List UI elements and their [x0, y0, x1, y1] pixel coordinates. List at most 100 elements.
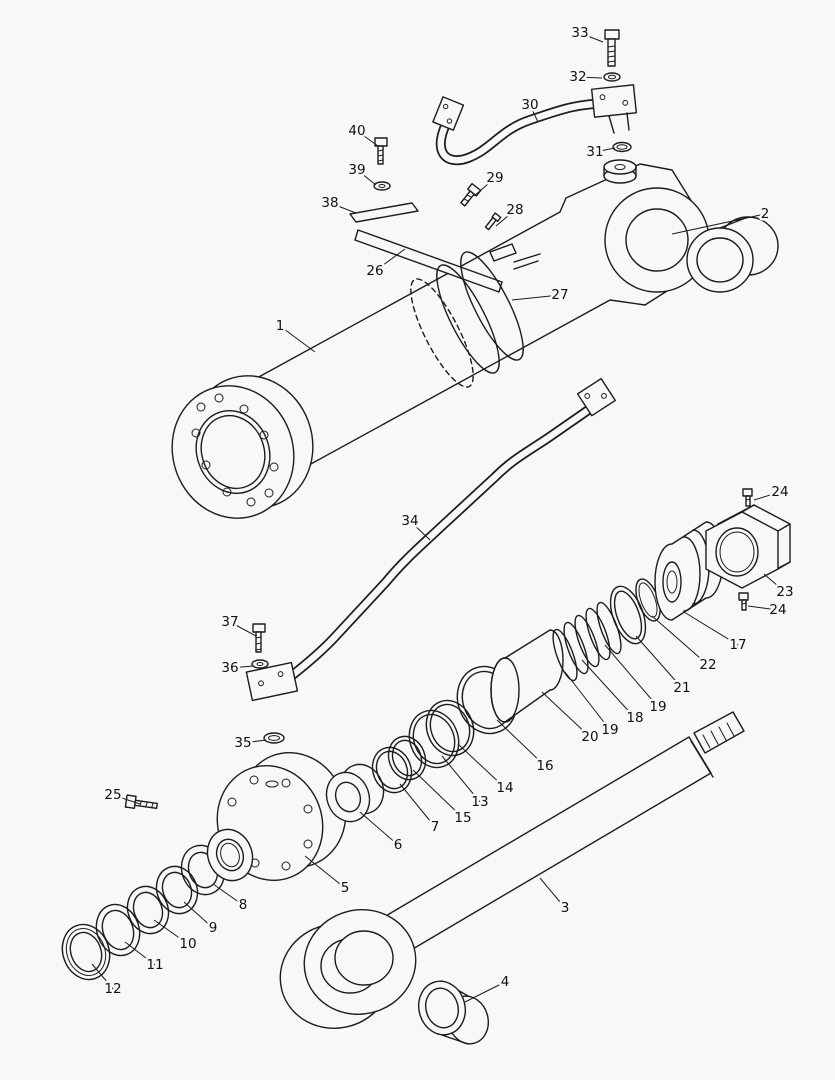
callout-label-31: 31: [586, 144, 603, 160]
part-35-o-ring: [263, 732, 285, 744]
pipe-flange-left: [432, 96, 465, 131]
callout-label-2: 2: [761, 206, 770, 222]
callout-label-19: 19: [601, 722, 618, 738]
rod-thread-end: [693, 711, 745, 754]
callout-label-13: 13: [471, 794, 488, 810]
callout-leader-33: [579, 32, 604, 43]
part-33-bolt: [604, 29, 620, 67]
part-7-seal-ring: [371, 746, 413, 794]
callout-leader-11: [124, 941, 156, 966]
pipe-flange-top: [576, 377, 616, 417]
callout-label-33: 33: [571, 25, 588, 41]
callout-leader-40: [356, 130, 379, 147]
callout-leader-14: [457, 743, 506, 789]
piston-assembly: [490, 488, 791, 723]
part-39-washer: [373, 181, 391, 191]
callout-leader-3: [539, 877, 566, 909]
part-32-washer: [603, 72, 621, 82]
callout-label-9: 9: [209, 920, 218, 936]
part-6-bushing: [325, 763, 385, 823]
callout-leader-15: [412, 769, 464, 819]
callout-label-25: 25: [104, 787, 121, 803]
callout-label-3: 3: [561, 900, 570, 916]
callout-leader-18: [581, 659, 636, 719]
callout-label-29: 29: [486, 170, 503, 186]
callout-leader-22: [651, 615, 709, 666]
callout-label-35: 35: [234, 735, 251, 751]
callout-label-26: 26: [366, 263, 383, 279]
part-15-seal-ring: [387, 735, 427, 781]
part-13-seal-ring: [408, 709, 460, 769]
part-23-piston-nut: [705, 504, 791, 589]
callout-label-37: 37: [221, 614, 238, 630]
callout-leader-24: [753, 491, 781, 501]
callout-label-40: 40: [348, 123, 365, 139]
callout-leader-26: [374, 248, 406, 272]
head-eye-bore: [625, 208, 689, 272]
callout-label-23: 23: [776, 584, 793, 600]
callout-label-28: 28: [506, 202, 523, 218]
callout-leader-17: [683, 611, 739, 646]
callout-leader-7: [399, 783, 436, 828]
part-24-grease-fitting-bottom: [738, 592, 749, 611]
callout-leader-19: [604, 644, 659, 708]
rear-flange: [171, 375, 314, 519]
callout-label-7: 7: [431, 819, 440, 835]
part-2-head-bushing: [686, 216, 779, 293]
callout-label-24: 24: [769, 602, 786, 618]
part-40-bolt: [374, 137, 388, 165]
callout-label-27: 27: [551, 287, 568, 303]
callout-leader-27: [511, 294, 561, 301]
part-30-upper-pipe: [432, 29, 638, 166]
callout-leader-12: [91, 963, 114, 990]
callout-label-17: 17: [729, 637, 746, 653]
callout-label-19: 19: [649, 699, 666, 715]
part-3-piston-rod: [279, 711, 745, 1029]
part-37-bolt: [252, 623, 266, 653]
callout-leader-21: [635, 635, 683, 689]
callout-label-12: 12: [104, 981, 121, 997]
callout-label-14: 14: [496, 780, 513, 796]
callout-label-10: 10: [179, 936, 196, 952]
callout-leader-32: [577, 76, 603, 79]
callout-layer: 1234567891011121314151617181919202122232…: [91, 23, 796, 1003]
callout-label-30: 30: [521, 97, 538, 113]
callout-label-6: 6: [394, 837, 403, 853]
callout-label-38: 38: [321, 195, 338, 211]
callout-leader-20: [541, 691, 591, 738]
callout-leader-30: [529, 104, 539, 123]
spacer-tube: [490, 629, 564, 723]
callout-leader-31: [594, 147, 616, 153]
part-38-bracket: [349, 202, 419, 223]
callout-label-21: 21: [673, 680, 690, 696]
callout-label-32: 32: [569, 69, 586, 85]
part-31-o-ring: [612, 141, 632, 153]
callout-leader-16: [496, 719, 546, 767]
callout-leader-36: [229, 665, 254, 669]
part-34-lower-pipe: [245, 377, 616, 744]
pipe-elbow-block: [245, 661, 299, 702]
callout-leader-9: [183, 901, 214, 929]
callout-label-34: 34: [401, 513, 418, 529]
part-36-washer: [251, 659, 269, 669]
callout-leader-2: [671, 213, 766, 235]
callout-label-5: 5: [341, 880, 350, 896]
callout-leader-29: [473, 177, 496, 197]
callout-leader-4: [464, 981, 506, 1003]
callout-leader-39: [356, 169, 377, 186]
callout-label-36: 36: [221, 660, 238, 676]
callout-label-15: 15: [454, 810, 471, 826]
part-24-grease-fitting-top: [742, 488, 753, 507]
callout-label-22: 22: [699, 657, 716, 673]
callout-label-39: 39: [348, 162, 365, 178]
callout-leader-38: [329, 202, 357, 214]
callout-label-20: 20: [581, 729, 598, 745]
part-5-cylinder-gland: [206, 751, 347, 882]
callout-leader-28: [495, 209, 516, 227]
part-1-cylinder-tube: [171, 137, 710, 519]
part-12-seal-ring: [61, 923, 111, 981]
callout-label-16: 16: [536, 758, 553, 774]
part-4-eye-bushing: [418, 980, 489, 1045]
part-10-seal-ring: [126, 885, 170, 935]
callout-leader-8: [212, 883, 244, 906]
